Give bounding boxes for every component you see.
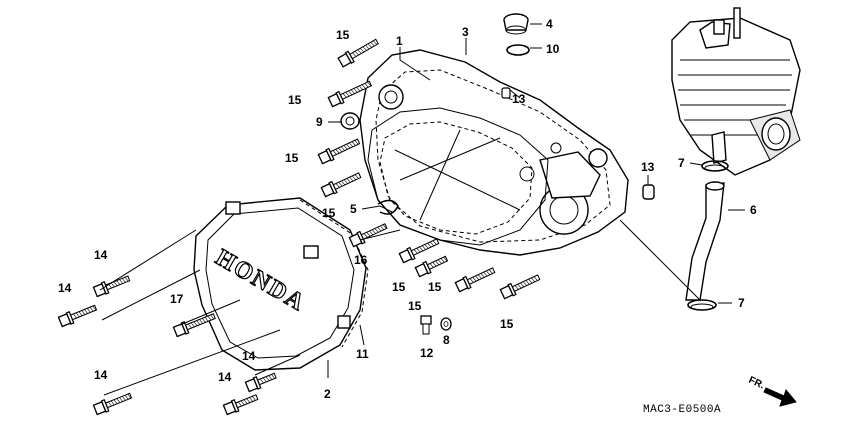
wire-clip	[377, 199, 399, 215]
callout-2: 2	[324, 387, 331, 401]
flange-bolt	[398, 238, 440, 264]
washer-8	[440, 317, 452, 331]
flange-bolt	[92, 392, 133, 416]
callout-15-f: 15	[428, 280, 442, 294]
callout-14-e: 14	[218, 370, 232, 384]
o-ring	[506, 44, 530, 56]
callout-17: 17	[170, 292, 184, 306]
callout-13-right: 13	[641, 160, 655, 174]
callout-10: 10	[546, 42, 560, 56]
dowel-pin-center	[501, 87, 511, 99]
water-hose	[685, 181, 725, 301]
leader-lines	[99, 23, 745, 396]
flange-bolt	[499, 274, 541, 300]
flange-bolt	[57, 304, 98, 328]
callout-15-a: 15	[336, 28, 350, 42]
flange-bolt	[244, 372, 277, 393]
callout-14-a: 14	[94, 248, 108, 262]
flange-bolt	[414, 255, 449, 278]
hose-clamp-upper	[701, 160, 729, 172]
callout-15-e: 15	[392, 280, 406, 294]
oil-seal	[340, 112, 360, 130]
callout-15-b: 15	[288, 93, 302, 107]
hose-clamp-lower	[687, 299, 717, 311]
callout-11: 11	[356, 347, 369, 361]
callout-15-d: 15	[322, 206, 336, 220]
callout-12: 12	[420, 346, 434, 360]
callout-13-center: 13	[512, 92, 526, 106]
callout-4: 4	[546, 17, 553, 31]
callout-5: 5	[350, 202, 357, 216]
flange-bolt	[92, 275, 131, 298]
bolt-12	[420, 315, 432, 335]
callout-14-d: 14	[242, 349, 256, 363]
front-arrow-icon	[763, 387, 797, 407]
clutch-cover: HONDA	[193, 197, 369, 371]
callout-14-c: 14	[94, 368, 108, 382]
callout-14-b: 14	[58, 281, 72, 295]
flange-bolt	[337, 38, 379, 68]
bolt-group	[57, 38, 541, 416]
callout-8: 8	[443, 333, 450, 347]
callout-15-c: 15	[285, 151, 299, 165]
front-direction-label: FR.	[747, 375, 766, 392]
callout-9: 9	[316, 115, 323, 129]
callout-6: 6	[750, 203, 757, 217]
callout-15-h: 15	[500, 317, 514, 331]
flange-bolt	[320, 172, 362, 198]
flange-bolt	[317, 138, 361, 165]
flange-bolt	[222, 394, 259, 416]
oil-filler-cap	[503, 13, 529, 35]
front-direction-indicator: FR.	[747, 375, 797, 407]
callout-16: 16	[354, 253, 368, 267]
cover-gasket	[367, 107, 549, 246]
cylinder-assembly	[671, 7, 801, 176]
callout-7-lower: 7	[738, 296, 745, 310]
callout-15-g: 15	[408, 299, 422, 313]
flange-bolt	[172, 313, 216, 338]
flange-bolt	[348, 223, 388, 248]
callout-1: 1	[396, 34, 403, 48]
flange-bolt	[327, 80, 373, 108]
callout-3: 3	[462, 25, 469, 39]
flange-bolt	[454, 267, 496, 293]
callout-7-upper: 7	[678, 156, 685, 170]
callout-labels: 1 2 3 4 5 6 7 7 8 9 10 11 12 13 13 14 14…	[58, 17, 757, 401]
dowel-pin-right	[642, 184, 655, 200]
diagram-code: MAC3-E0500A	[643, 404, 721, 416]
